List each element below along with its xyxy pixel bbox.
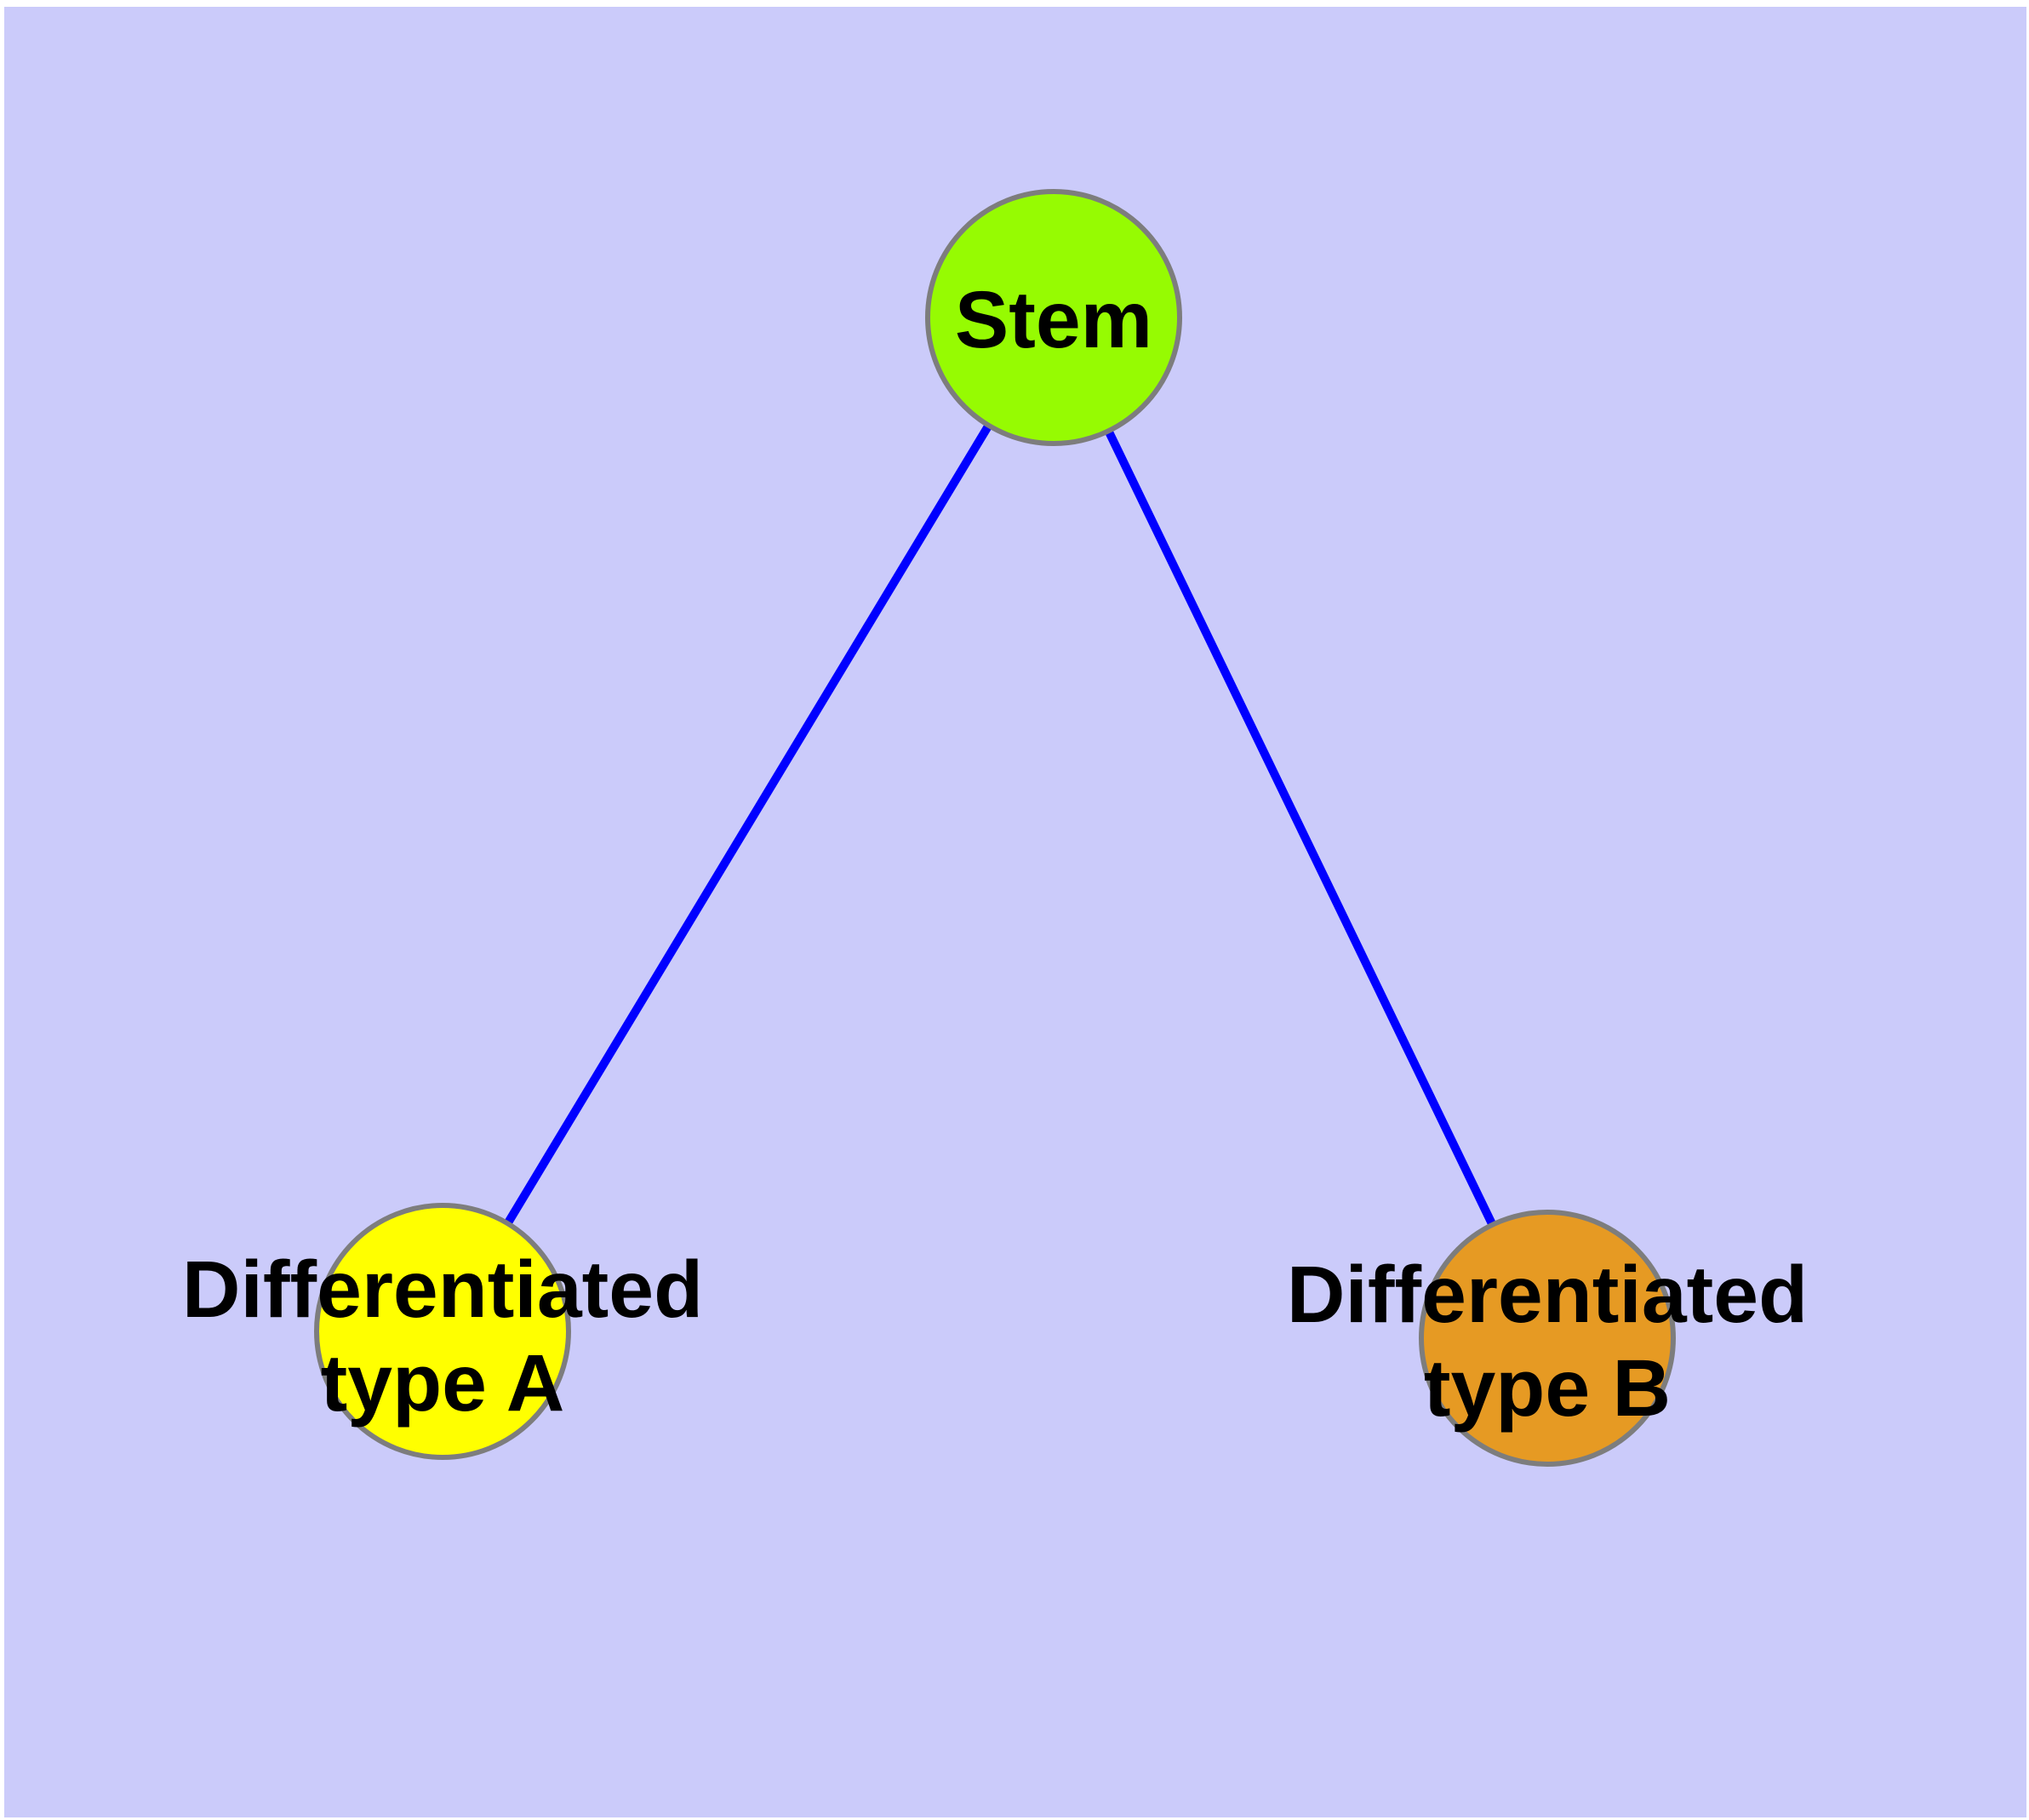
node-stem xyxy=(925,189,1182,446)
node-type-b-label-line1: Differentiated xyxy=(1287,1250,1808,1340)
node-type-a-label-line1: Differentiated xyxy=(182,1245,703,1335)
edge-stem-to-type-b xyxy=(1049,315,1552,1341)
cell-lineage-graph: Stem Differentiated type A Differentiate… xyxy=(182,189,1808,1467)
edge-stem-to-type-a xyxy=(438,315,1058,1334)
node-differentiated-type-b xyxy=(1419,1210,1676,1467)
node-type-a-label-line2: type A xyxy=(321,1338,565,1428)
diagram-canvas: Stem Differentiated type A Differentiate… xyxy=(4,7,2026,1817)
node-type-b-label-line2: type B xyxy=(1424,1343,1671,1434)
node-stem-label: Stem xyxy=(955,275,1152,365)
node-differentiated-type-a xyxy=(314,1203,571,1460)
